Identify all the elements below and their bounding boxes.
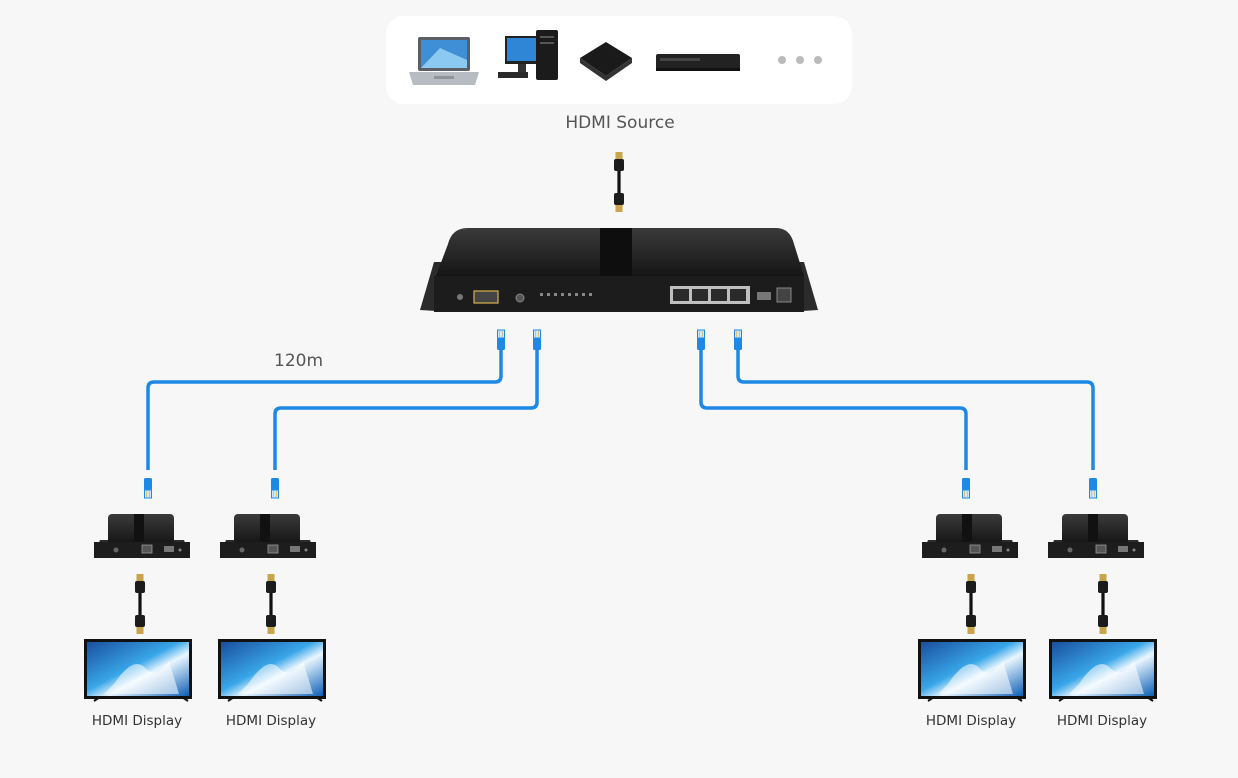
tv-display-icon-4 <box>1048 638 1158 702</box>
tv-display-icon-1 <box>83 638 193 702</box>
more-icon <box>778 56 822 64</box>
display-label-4: HDMI Display <box>1056 713 1148 729</box>
tv-display-icon-2 <box>217 638 327 702</box>
receiver-3 <box>921 513 1019 559</box>
network-cables <box>146 350 1095 470</box>
display-label-3: HDMI Display <box>925 713 1017 729</box>
receiver-4 <box>1047 513 1145 559</box>
set-top-box-icon <box>580 42 632 81</box>
rj45-plugs-splitter <box>496 329 743 351</box>
blu-ray-player-icon <box>656 54 740 71</box>
hdmi-cables-output <box>135 574 1108 634</box>
display-label-1: HDMI Display <box>91 713 183 729</box>
desktop-pc-icon <box>498 30 558 80</box>
hdmi-extender-splitter <box>420 228 818 312</box>
receiver-1 <box>93 513 191 559</box>
rj45-plugs-receivers <box>143 477 1098 499</box>
laptop-icon <box>409 37 479 85</box>
cable-distance-label: 120m <box>274 351 324 371</box>
display-label-2: HDMI Display <box>225 713 317 729</box>
tv-display-icon-3 <box>917 638 1027 702</box>
hdmi-cable-input <box>614 152 624 212</box>
rj45-port-group <box>670 286 750 304</box>
receiver-2 <box>219 513 317 559</box>
hdmi-source-label: HDMI Source <box>565 113 675 133</box>
source-devices-panel <box>386 16 852 104</box>
